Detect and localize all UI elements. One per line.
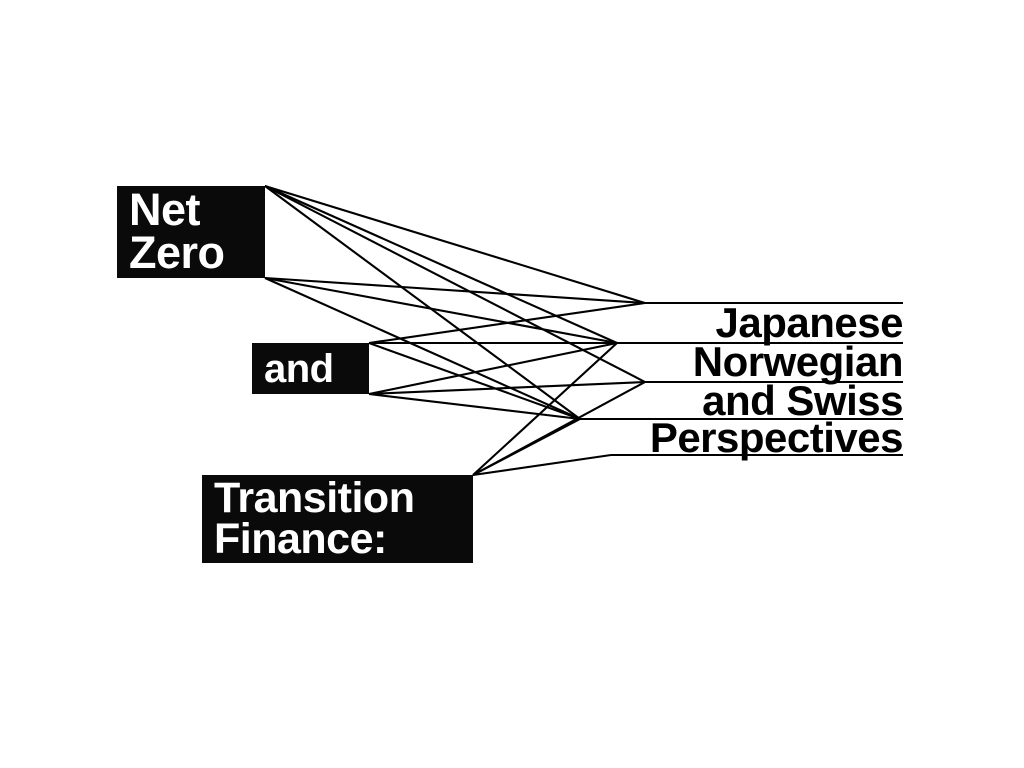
network-edge [368,341,618,396]
network-edge [264,276,646,305]
title-line-net: Net [129,184,201,236]
network-edge [264,185,581,420]
subtitle-line-perspectives: Perspectives [649,414,904,461]
title-line-and: and [264,346,334,391]
title-box-transition-finance: Transition Finance: [202,475,473,563]
network-edge [264,184,646,305]
title-line-transition: Transition [214,474,415,523]
network-edge [368,392,581,421]
network-edge [264,185,618,344]
subtitle-line-and-swiss: and Swiss [702,377,903,424]
title-box-and: and [252,343,369,394]
network-edge [472,453,612,477]
network-edge [264,277,581,420]
subtitle-rules [580,301,903,457]
network-edge [368,301,646,345]
title-box-net-zero: Net Zero [117,186,265,278]
network-edge [472,418,581,476]
subtitle-line-japanese: Japanese [715,299,904,346]
subtitle-line-norwegian: Norwegian [692,338,904,385]
network-edges [264,184,646,477]
network-edge [368,342,581,420]
network-edge [472,342,618,476]
title-line-zero: Zero [129,227,225,278]
title-line-finance: Finance: [214,515,387,563]
network-edge [368,380,646,396]
network-edge [264,276,618,345]
